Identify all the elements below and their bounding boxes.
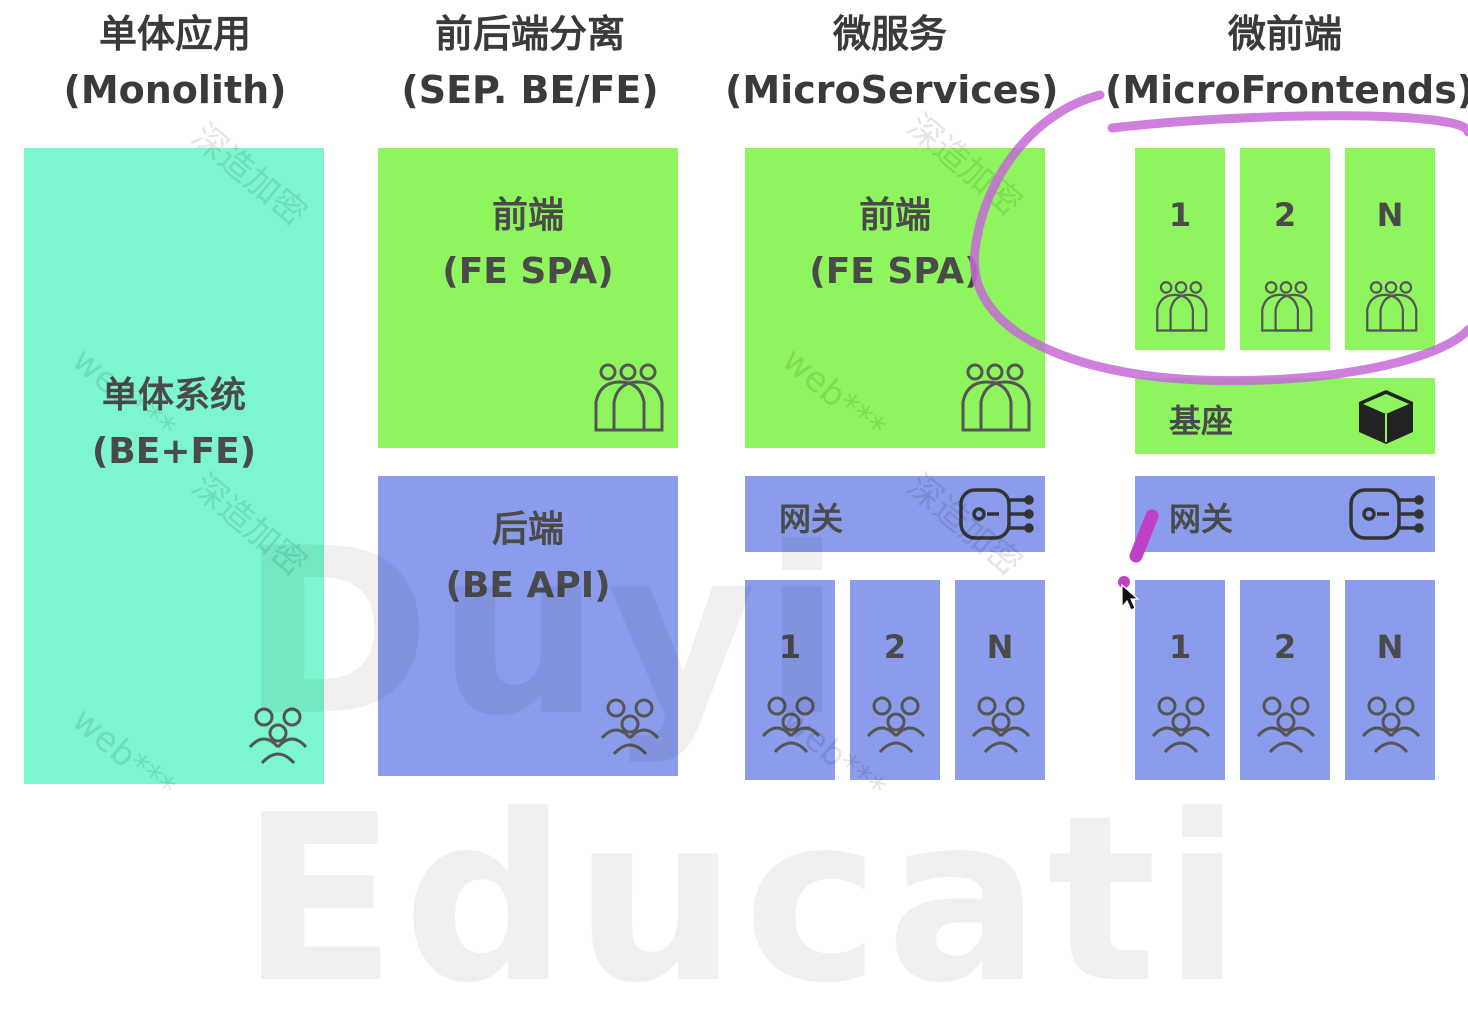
column-title-text: 前后端分离 bbox=[434, 12, 625, 56]
team-icon bbox=[761, 696, 821, 754]
team-icon bbox=[1156, 281, 1208, 332]
team-icon bbox=[866, 696, 926, 754]
micro-gateway-label: 网关 bbox=[779, 500, 844, 538]
microfe-service-box: N bbox=[1345, 580, 1435, 780]
app-number: 2 bbox=[1273, 196, 1297, 234]
microfe-service-box: 2 bbox=[1240, 580, 1330, 780]
column-subtitle-text: (Monolith) bbox=[63, 68, 287, 112]
column-title-microfrontends: 微前端 (MicroFrontends) bbox=[1105, 6, 1468, 118]
microfe-base-label: 基座 bbox=[1169, 402, 1234, 440]
gateway-icon bbox=[1349, 488, 1424, 540]
sep-backend-label: 后端 (BE API) bbox=[378, 502, 678, 614]
team-icon bbox=[1151, 696, 1211, 754]
microfe-gateway-label: 网关 bbox=[1169, 500, 1234, 538]
app-number: 1 bbox=[1168, 196, 1192, 234]
highlight-annotation bbox=[969, 90, 1468, 611]
team-icon bbox=[600, 698, 660, 756]
microfe-base-box: 基座 bbox=[1135, 378, 1435, 454]
micro-service-box: 2 bbox=[850, 580, 940, 780]
team-icon bbox=[1366, 281, 1418, 332]
team-icon bbox=[1256, 696, 1316, 754]
micro-gateway-box: 网关 bbox=[745, 476, 1045, 552]
micro-service-box: 1 bbox=[745, 580, 835, 780]
microfe-app-box: 1 bbox=[1135, 148, 1225, 350]
team-icon bbox=[1361, 696, 1421, 754]
app-number: N bbox=[1376, 196, 1404, 234]
microfe-app-box: N bbox=[1345, 148, 1435, 350]
monolith-box: 单体系统 (BE+FE) bbox=[24, 148, 324, 784]
sep-backend-line1: 后端 bbox=[491, 509, 564, 550]
monolith-label: 单体系统 (BE+FE) bbox=[24, 368, 324, 480]
column-title-text: 微服务 bbox=[832, 12, 947, 56]
column-subtitle-text: (SEP. BE/FE) bbox=[401, 68, 659, 112]
service-number: N bbox=[1376, 628, 1404, 666]
column-title-sep: 前后端分离 (SEP. BE/FE) bbox=[370, 6, 690, 118]
sep-backend-box: 后端 (BE API) bbox=[378, 476, 678, 776]
cube-icon bbox=[1359, 390, 1413, 444]
service-number: 2 bbox=[883, 628, 907, 666]
column-title-text: 单体应用 bbox=[98, 12, 251, 56]
service-number: 2 bbox=[1273, 628, 1297, 666]
service-number: N bbox=[986, 628, 1014, 666]
team-icon bbox=[961, 363, 1031, 432]
sep-backend-line2: (BE API) bbox=[445, 565, 611, 606]
microfe-service-box: 1 bbox=[1135, 580, 1225, 780]
sep-frontend-label: 前端 (FE SPA) bbox=[378, 188, 678, 300]
service-number: 1 bbox=[778, 628, 802, 666]
microfe-app-box: 2 bbox=[1240, 148, 1330, 350]
monolith-label-line2: (BE+FE) bbox=[91, 431, 257, 472]
team-icon bbox=[248, 707, 308, 765]
column-subtitle-text: (MicroFrontends) bbox=[1105, 68, 1468, 112]
micro-frontend-line1: 前端 bbox=[858, 195, 931, 236]
team-icon bbox=[971, 696, 1031, 754]
column-title-monolith: 单体应用 (Monolith) bbox=[30, 6, 320, 118]
column-subtitle-text: (MicroServices) bbox=[725, 68, 1059, 112]
column-title-text: 微前端 bbox=[1227, 12, 1342, 56]
microfe-gateway-box: 网关 bbox=[1135, 476, 1435, 552]
micro-frontend-line2: (FE SPA) bbox=[809, 251, 981, 292]
team-icon bbox=[594, 363, 664, 432]
sep-frontend-line2: (FE SPA) bbox=[442, 251, 614, 292]
micro-service-box: N bbox=[955, 580, 1045, 780]
monolith-label-line1: 单体系统 bbox=[101, 375, 246, 416]
column-title-microservices: 微服务 (MicroServices) bbox=[725, 6, 1059, 118]
gateway-icon bbox=[959, 488, 1034, 540]
team-icon bbox=[1261, 281, 1313, 332]
service-number: 1 bbox=[1168, 628, 1192, 666]
micro-frontend-label: 前端 (FE SPA) bbox=[745, 188, 1045, 300]
micro-frontend-box: 前端 (FE SPA) bbox=[745, 148, 1045, 448]
sep-frontend-line1: 前端 bbox=[491, 195, 564, 236]
sep-frontend-box: 前端 (FE SPA) bbox=[378, 148, 678, 448]
